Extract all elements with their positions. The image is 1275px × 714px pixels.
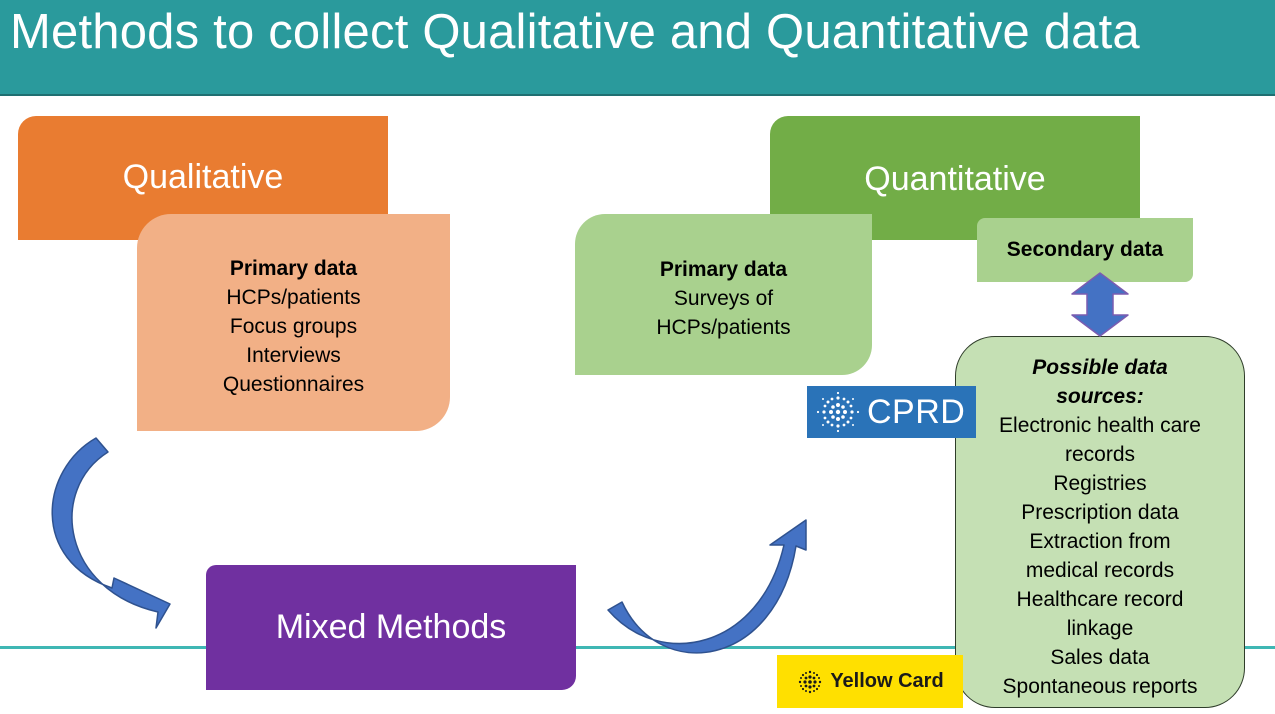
data-source-item: Spontaneous reports bbox=[1002, 675, 1198, 698]
data-source-item: Healthcare record bbox=[1016, 588, 1184, 611]
data-source-item: Extraction from bbox=[1029, 530, 1171, 553]
baseline-divider bbox=[0, 646, 1275, 649]
mixed-methods-box: Mixed Methods bbox=[206, 565, 576, 690]
data-source-item: linkage bbox=[1066, 617, 1134, 640]
secondary-data-box: Secondary data bbox=[977, 218, 1193, 282]
yellow-card-logo: Yellow Card bbox=[777, 655, 963, 708]
yellow-card-dots-icon bbox=[799, 670, 822, 693]
data-sources-heading: Possible data bbox=[1032, 356, 1168, 379]
qualitative-heading: Qualitative bbox=[122, 158, 284, 196]
curved-arrow-to-quantitative bbox=[607, 519, 807, 654]
double-arrow-icon bbox=[1071, 272, 1129, 337]
slide-title: Methods to collect Qualitative and Quant… bbox=[10, 5, 1140, 59]
quantitative-primary-box: Primary data Surveys of HCPs/patients bbox=[575, 214, 872, 375]
data-source-item: Prescription data bbox=[1021, 501, 1179, 524]
quantitative-primary-item: Surveys of bbox=[673, 287, 774, 310]
quantitative-primary-item: HCPs/patients bbox=[656, 316, 791, 339]
quantitative-primary-heading: Primary data bbox=[659, 258, 788, 281]
qualitative-primary-heading: Primary data bbox=[229, 257, 358, 280]
data-source-item: Electronic health care bbox=[999, 414, 1201, 437]
title-bar-rule bbox=[0, 94, 1275, 96]
mixed-methods-label: Mixed Methods bbox=[275, 608, 507, 646]
data-source-item: Sales data bbox=[1050, 646, 1150, 669]
quantitative-heading: Quantitative bbox=[864, 160, 1046, 198]
qualitative-item: HCPs/patients bbox=[226, 286, 361, 309]
data-source-item: Registries bbox=[1053, 472, 1147, 495]
data-source-item: medical records bbox=[1025, 559, 1175, 582]
data-sources-box: Possible data sources: Electronic health… bbox=[955, 336, 1245, 708]
yellow-card-logo-text: Yellow Card bbox=[830, 670, 944, 692]
qualitative-item: Focus groups bbox=[229, 315, 358, 338]
qualitative-primary-box: Primary data HCPs/patients Focus groups … bbox=[137, 214, 450, 431]
data-sources-heading: sources: bbox=[1056, 385, 1144, 408]
cprd-logo: CPRD bbox=[807, 386, 976, 438]
secondary-data-label: Secondary data bbox=[1006, 238, 1164, 261]
qualitative-item: Interviews bbox=[246, 344, 341, 367]
title-bar bbox=[0, 0, 1275, 94]
data-source-item: records bbox=[1064, 443, 1136, 466]
cprd-dots-icon bbox=[816, 391, 860, 433]
qualitative-item: Questionnaires bbox=[222, 373, 365, 396]
curved-arrow-to-mixed-methods bbox=[51, 437, 171, 629]
cprd-logo-text: CPRD bbox=[867, 392, 966, 431]
